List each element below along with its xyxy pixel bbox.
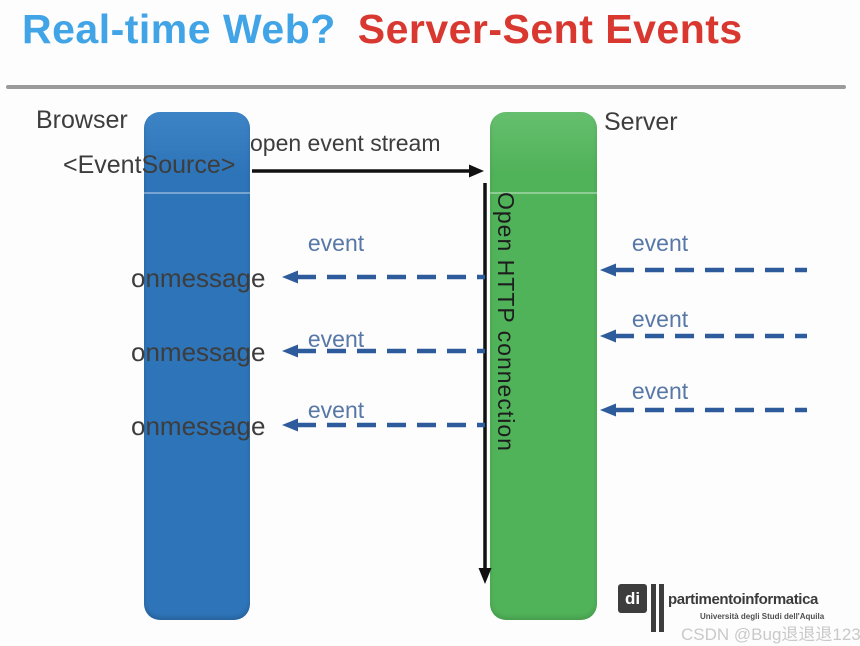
- server-lifeline-seam: [490, 192, 597, 194]
- browser-lifeline-seam: [144, 192, 250, 194]
- slide-title: Real-time Web? Server-Sent Events: [22, 6, 743, 53]
- department-logo-mark: di: [618, 584, 647, 613]
- onmessage-label-1: onmessage: [131, 263, 266, 293]
- event-label-left-3: event: [307, 397, 365, 423]
- title-separator: [6, 85, 846, 89]
- event-arrow-right-1: [600, 263, 807, 277]
- event-label-left-2: event: [307, 326, 365, 352]
- event-arrow-right-3: [600, 403, 807, 417]
- logo-bar-icon: [659, 584, 664, 632]
- university-subtext: Università degli Studi dell'Aquila: [700, 612, 825, 621]
- logo-bar-icon: [651, 584, 656, 632]
- eventsource-label: <EventSource>: [63, 151, 236, 179]
- event-arrow-left-1: [282, 270, 485, 284]
- event-label-right-3: event: [631, 378, 689, 404]
- browser-lifeline: [144, 112, 250, 620]
- title-blue-part: Real-time Web?: [22, 6, 336, 52]
- event-label-right-1: event: [631, 230, 689, 256]
- open-http-connection-label: Open HTTP connection: [493, 192, 519, 452]
- event-label-left-1: event: [307, 230, 365, 256]
- browser-label: Browser: [36, 106, 128, 134]
- server-label: Server: [604, 108, 678, 136]
- onmessage-label-2: onmessage: [131, 337, 266, 367]
- csdn-watermark: CSDN @Bug退退退123: [681, 625, 860, 644]
- server-lifeline: [490, 112, 597, 620]
- event-label-right-2: event: [631, 306, 689, 332]
- department-logo-text: partimentoinformatica: [668, 591, 818, 608]
- open-event-stream-label: open event stream: [250, 130, 441, 156]
- onmessage-label-3: onmessage: [131, 411, 266, 441]
- open-event-stream-arrow: [252, 164, 484, 178]
- title-red-part: Server-Sent Events: [357, 6, 743, 52]
